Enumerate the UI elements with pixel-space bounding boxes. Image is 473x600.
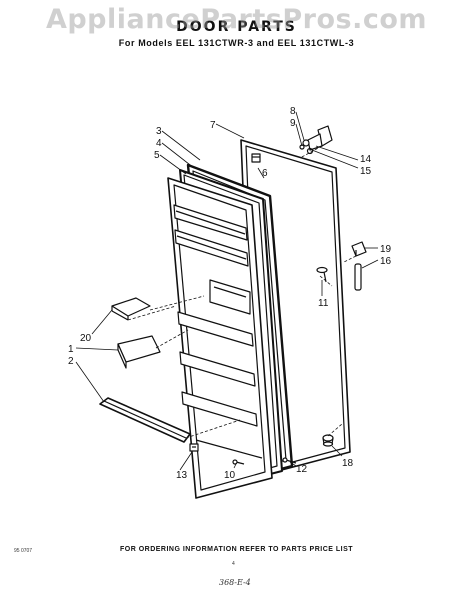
- label-part-14: 14: [360, 154, 372, 165]
- label-part-15: 15: [360, 166, 372, 177]
- document-code: 95 0707: [14, 548, 33, 554]
- label-part-10: 10: [224, 470, 236, 481]
- page-title: DOOR PARTS: [176, 19, 297, 35]
- part-13-bracket: [189, 443, 199, 452]
- label-part-13: 13: [176, 470, 188, 481]
- watermark: AppliancePartsPros.com: [45, 4, 428, 35]
- label-part-2: 2: [68, 356, 74, 367]
- label-part-11: 11: [318, 298, 329, 309]
- label-part-7: 7: [210, 120, 216, 131]
- label-part-3: 3: [156, 126, 162, 137]
- leader-lines: [75, 111, 379, 471]
- handwritten-note: 368-E-4: [219, 578, 251, 587]
- label-part-19: 19: [380, 244, 392, 255]
- part-1-shelf-bin: [117, 335, 161, 369]
- label-part-12: 12: [296, 464, 308, 475]
- ordering-info-footer: FOR ORDERING INFORMATION REFER TO PARTS …: [119, 546, 354, 553]
- part-16-handle: [354, 263, 362, 291]
- part-6-plug: [251, 153, 261, 163]
- part-18-cap: [322, 434, 334, 447]
- label-part-16: 16: [380, 256, 392, 267]
- part-2-shelf-bar: [99, 397, 191, 443]
- part-10-screw: [232, 459, 245, 465]
- hinge-assembly: [299, 125, 333, 155]
- label-part-5: 5: [154, 150, 160, 161]
- label-part-6: 6: [262, 168, 268, 179]
- label-part-8: 8: [290, 106, 296, 117]
- alignment-lines: [127, 145, 357, 439]
- label-part-4: 4: [156, 138, 162, 149]
- label-part-1: 1: [68, 344, 74, 355]
- label-part-18: 18: [342, 458, 354, 469]
- label-part-20: 20: [80, 333, 92, 344]
- part-12-screw: [282, 457, 297, 464]
- part-19-handle-cap: [351, 241, 367, 257]
- part-20-shelf-cover: [111, 297, 151, 321]
- page-subtitle: For Models EEL 131CTWR-3 and EEL 131CTWL…: [118, 38, 355, 48]
- door-liner: [167, 177, 273, 499]
- page-number: 4: [232, 561, 235, 567]
- label-part-9: 9: [290, 118, 296, 129]
